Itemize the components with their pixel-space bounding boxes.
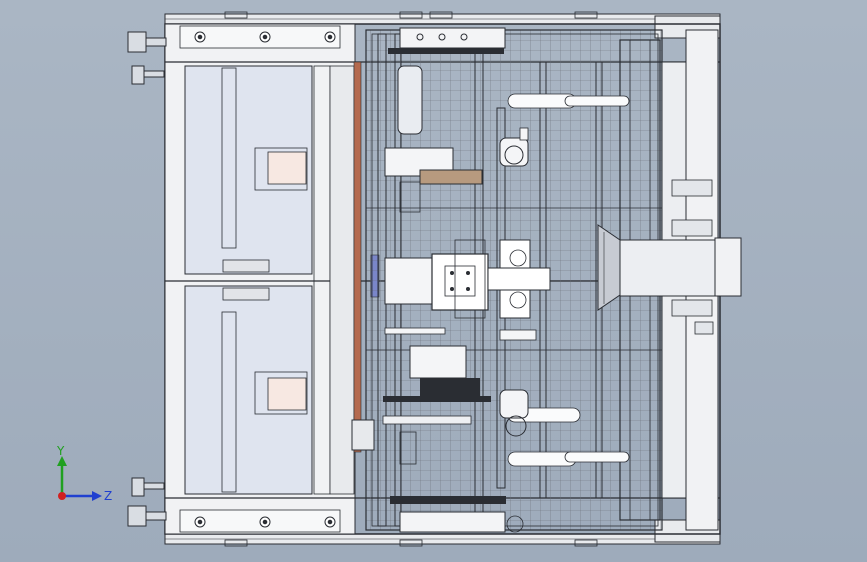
bottom-rail xyxy=(164,519,721,547)
bottom-carriage xyxy=(390,407,630,533)
z-axis-label: Z xyxy=(104,489,112,503)
central-mechanism xyxy=(351,147,551,465)
y-axis-label: Y xyxy=(56,444,65,458)
coordinate-triad xyxy=(57,456,102,501)
right-hopper xyxy=(597,179,742,335)
end-plate-bolts xyxy=(194,31,336,528)
origin-dot xyxy=(58,492,66,500)
motor-pulleys xyxy=(499,127,537,437)
top-carriage xyxy=(388,27,630,135)
left-section xyxy=(164,23,720,535)
copper-strip xyxy=(353,61,362,453)
caster-wheels xyxy=(127,31,167,527)
